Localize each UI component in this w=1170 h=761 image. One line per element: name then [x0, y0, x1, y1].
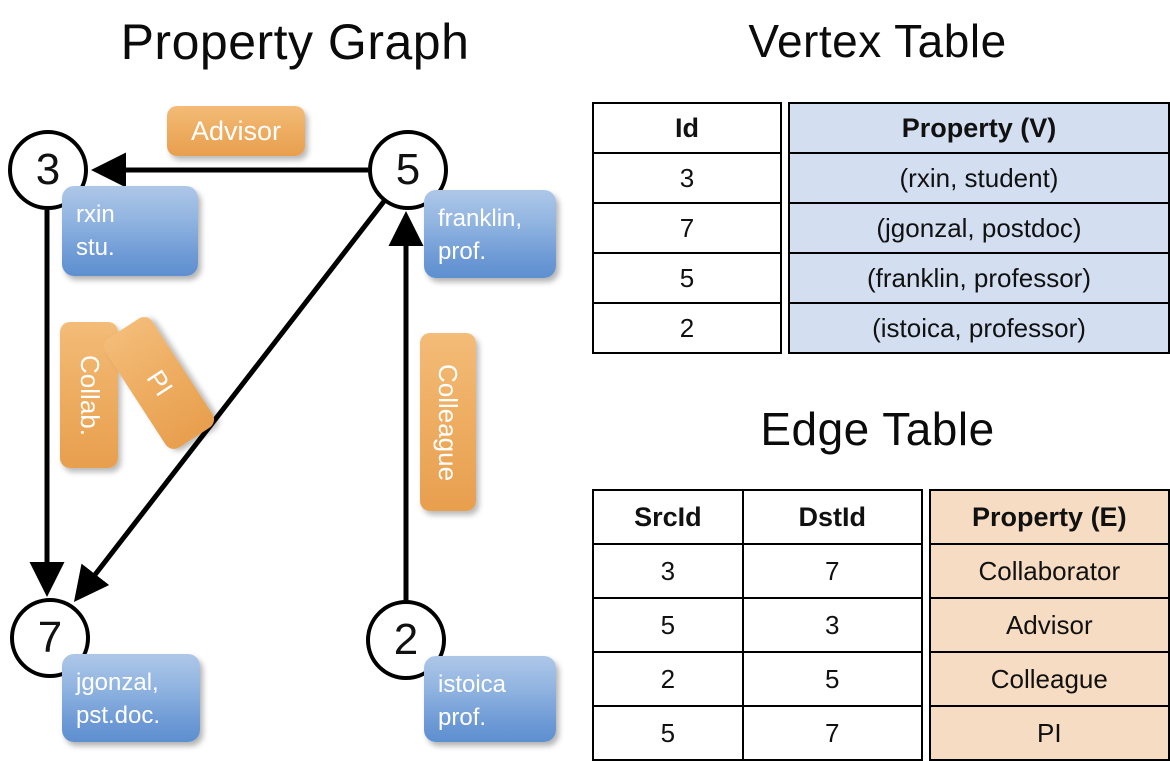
edge-label-advisor: Advisor — [167, 106, 305, 156]
node-property-line-2: pst.doc. — [76, 702, 161, 729]
table-row[interactable]: 2 (istoica, professor) — [592, 302, 1170, 354]
column-gap — [922, 544, 930, 598]
column-gap — [922, 598, 930, 652]
table-header-row: SrcId DstId Property (E) — [592, 489, 1170, 545]
edge-label-text: PI — [140, 364, 179, 402]
table-header-row: Id Property (V) — [592, 102, 1170, 154]
table-row[interactable]: 3 7 Collaborator — [592, 543, 1170, 599]
column-gap — [781, 253, 789, 303]
edge-cell-property: PI — [928, 705, 1170, 761]
edge-header-srcid: SrcId — [592, 489, 744, 545]
edge-cell-srcid: 3 — [592, 543, 744, 599]
node-property-box-3: rxin stu. — [62, 186, 198, 276]
graph-node-2[interactable]: 2 — [366, 600, 446, 680]
column-gap — [922, 652, 930, 706]
edge-header-dstid: DstId — [741, 489, 923, 545]
vertex-table: Id Property (V) 3 (rxin, student) 7 (jgo… — [592, 102, 1170, 354]
node-property-line-1: jgonzal, — [76, 669, 159, 696]
graph-edges-layer — [29, 152, 424, 602]
node-property-line-1: rxin — [76, 201, 115, 228]
node-property-line-2: stu. — [76, 234, 115, 261]
node-property-line-2: prof. — [438, 704, 487, 731]
vertex-cell-property: (istoica, professor) — [788, 302, 1170, 354]
vertex-header-property: Property (V) — [788, 102, 1170, 154]
table-row[interactable]: 7 (jgonzal, postdoc) — [592, 202, 1170, 254]
vertex-cell-property: (rxin, student) — [788, 152, 1170, 204]
page-title-edge-table: Edge Table — [760, 403, 995, 455]
edge-cell-srcid: 2 — [592, 651, 744, 707]
page-title-property-graph: Property Graph — [120, 14, 470, 70]
vertex-cell-id: 5 — [592, 252, 782, 304]
node-property-line-1: franklin, — [438, 205, 523, 232]
edge-cell-dstid: 7 — [741, 543, 923, 599]
vertex-cell-id: 2 — [592, 302, 782, 354]
page-title-vertex-table: Vertex Table — [748, 15, 1007, 67]
edge-label-text: Collab. — [74, 354, 105, 436]
edge-cell-dstid: 5 — [741, 651, 923, 707]
edge-label-text: Colleague — [433, 363, 464, 481]
node-property-box-2: istoica prof. — [424, 656, 556, 742]
node-property-line-2: prof. — [438, 238, 487, 265]
property-graph-diagram: 3 5 7 2 rxin stu. franklin, prof. jgonza… — [8, 106, 556, 742]
table-row[interactable]: 5 (franklin, professor) — [592, 252, 1170, 304]
edge-cell-dstid: 7 — [741, 705, 923, 761]
node-property-line-1: istoica — [438, 671, 507, 698]
table-row[interactable]: 5 7 PI — [592, 705, 1170, 761]
vertex-cell-id: 3 — [592, 152, 782, 204]
edge-cell-srcid: 5 — [592, 705, 744, 761]
edge-label-text: Advisor — [190, 115, 282, 146]
column-gap — [781, 303, 789, 353]
node-property-box-5: franklin, prof. — [424, 190, 556, 278]
graph-node-5[interactable]: 5 — [368, 130, 448, 210]
edge-cell-property: Colleague — [928, 651, 1170, 707]
vertex-header-id: Id — [592, 102, 782, 154]
vertex-cell-property: (jgonzal, postdoc) — [788, 202, 1170, 254]
column-gap — [781, 153, 789, 203]
table-row[interactable]: 5 3 Advisor — [592, 597, 1170, 653]
column-gap — [781, 203, 789, 253]
edge-label-colleague: Colleague — [420, 333, 476, 511]
edge-header-property: Property (E) — [928, 489, 1170, 545]
node-property-box-7: jgonzal, pst.doc. — [62, 654, 200, 742]
table-row[interactable]: 2 5 Colleague — [592, 651, 1170, 707]
column-gap — [922, 490, 930, 544]
column-gap — [922, 706, 930, 760]
vertex-cell-property: (franklin, professor) — [788, 252, 1170, 304]
edge-cell-property: Advisor — [928, 597, 1170, 653]
edge-cell-srcid: 5 — [592, 597, 744, 653]
edge-cell-dstid: 3 — [741, 597, 923, 653]
edge-table: SrcId DstId Property (E) 3 7 Collaborato… — [592, 489, 1170, 761]
edge-5-to-7 — [73, 198, 387, 602]
table-row[interactable]: 3 (rxin, student) — [592, 152, 1170, 204]
edge-cell-property: Collaborator — [928, 543, 1170, 599]
vertex-cell-id: 7 — [592, 202, 782, 254]
column-gap — [781, 103, 789, 153]
